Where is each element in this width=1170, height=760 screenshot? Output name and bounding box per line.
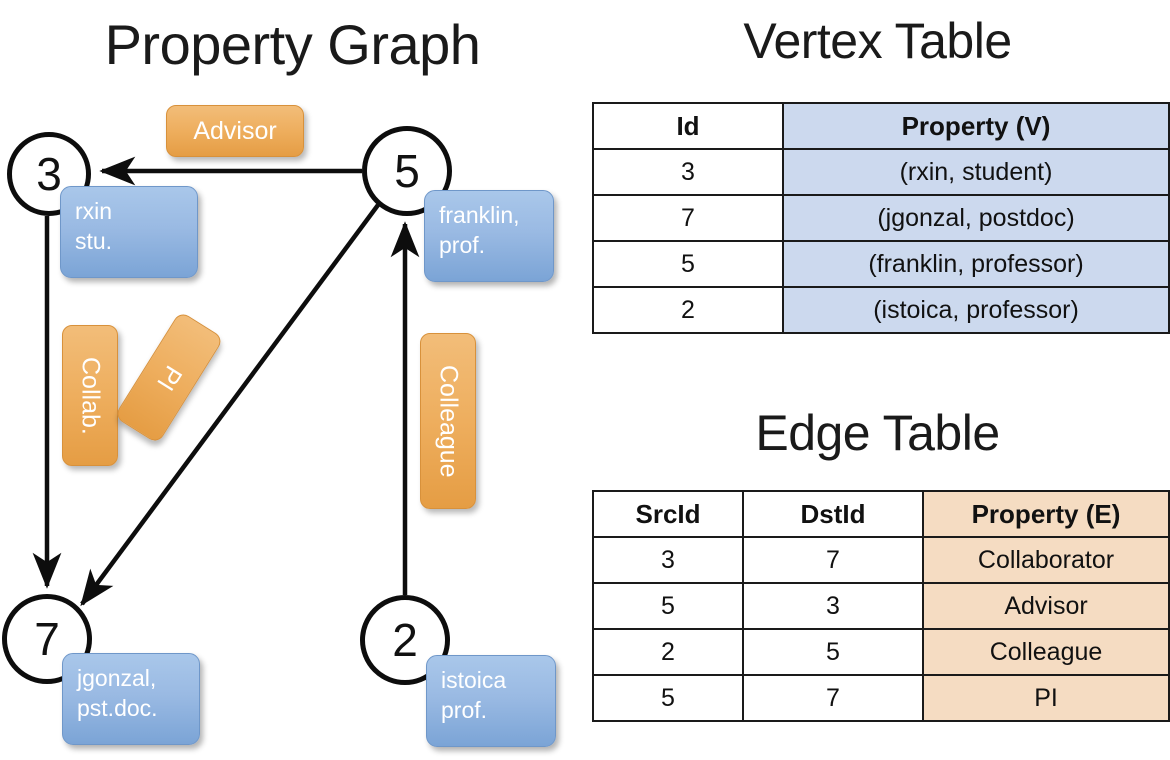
vertex-table-header-property: Property (V) bbox=[782, 102, 1170, 150]
table-row[interactable]: 3 7 Collaborator bbox=[592, 536, 1170, 584]
table-row[interactable]: 2 5 Colleague bbox=[592, 628, 1170, 676]
node-2-property-line2: prof. bbox=[441, 697, 488, 723]
graph-node-5-label: 5 bbox=[394, 145, 420, 197]
edge-row-3-src: 5 bbox=[592, 674, 744, 722]
edge-label-advisor-text: Advisor bbox=[193, 116, 277, 145]
node-3-property-callout: rxin stu. bbox=[60, 186, 198, 278]
vertex-table-title: Vertex Table bbox=[743, 13, 1012, 69]
node-2-property-line1: istoica bbox=[441, 667, 507, 693]
graph-node-5[interactable]: 5 bbox=[362, 126, 452, 216]
edge-row-0-property: Collaborator bbox=[922, 536, 1170, 584]
table-row[interactable]: 5 (franklin, professor) bbox=[592, 240, 1170, 288]
edge-row-1-property: Advisor bbox=[922, 582, 1170, 630]
graph-node-7-label: 7 bbox=[34, 613, 60, 665]
edge-label-colleague: Colleague bbox=[420, 333, 476, 509]
vertex-row-2-id: 5 bbox=[592, 240, 784, 288]
edge-row-0-src: 3 bbox=[592, 536, 744, 584]
vertex-row-1-property: (jgonzal, postdoc) bbox=[782, 194, 1170, 242]
vertex-row-3-id: 2 bbox=[592, 286, 784, 334]
vertex-row-1-id: 7 bbox=[592, 194, 784, 242]
edge-label-colleague-text: Colleague bbox=[434, 364, 463, 478]
edge-table-header-srcid: SrcId bbox=[592, 490, 744, 538]
edge-label-advisor: Advisor bbox=[166, 105, 304, 157]
vertex-row-2-property: (franklin, professor) bbox=[782, 240, 1170, 288]
edge-row-2-property: Colleague bbox=[922, 628, 1170, 676]
vertex-row-3-property: (istoica, professor) bbox=[782, 286, 1170, 334]
edge-row-1-dst: 3 bbox=[742, 582, 924, 630]
node-3-property-line1: rxin bbox=[75, 198, 113, 224]
table-row[interactable]: 2 (istoica, professor) bbox=[592, 286, 1170, 334]
vertex-table-header-row: Id Property (V) bbox=[592, 102, 1170, 150]
edge-table-title: Edge Table bbox=[755, 405, 1000, 461]
table-row[interactable]: 5 3 Advisor bbox=[592, 582, 1170, 630]
node-2-property-callout: istoica prof. bbox=[426, 655, 556, 747]
graph-edge-lines bbox=[32, 156, 420, 607]
edge-row-0-dst: 7 bbox=[742, 536, 924, 584]
vertex-row-0-property: (rxin, student) bbox=[782, 148, 1170, 196]
graph-node-2[interactable]: 2 bbox=[360, 595, 450, 685]
node-5-property-line2: prof. bbox=[439, 232, 486, 258]
edge-row-1-src: 5 bbox=[592, 582, 744, 630]
node-7-property-line1: jgonzal, bbox=[77, 665, 157, 691]
edge-line-5-to-7 bbox=[80, 203, 380, 607]
table-row[interactable]: 3 (rxin, student) bbox=[592, 148, 1170, 196]
property-graph-diagram: 3 5 7 2 rxin stu. franklin, prof. jgonza… bbox=[2, 105, 556, 747]
node-5-property-callout: franklin, prof. bbox=[424, 190, 554, 282]
graph-node-2-label: 2 bbox=[392, 614, 418, 666]
vertex-table-header-id: Id bbox=[592, 102, 784, 150]
edge-table-header-property: Property (E) bbox=[922, 490, 1170, 538]
edge-row-2-src: 2 bbox=[592, 628, 744, 676]
table-row[interactable]: 7 (jgonzal, postdoc) bbox=[592, 194, 1170, 242]
node-5-property-line1: franklin, bbox=[439, 202, 520, 228]
property-graph-title: Property Graph bbox=[104, 13, 481, 76]
edge-label-collab-text: Collab. bbox=[76, 356, 105, 435]
edge-row-3-dst: 7 bbox=[742, 674, 924, 722]
vertex-table: Id Property (V) 3 (rxin, student) 7 (jgo… bbox=[592, 102, 1170, 334]
edge-label-pi-text: PI bbox=[151, 360, 188, 396]
edge-row-2-dst: 5 bbox=[742, 628, 924, 676]
edge-row-3-property: PI bbox=[922, 674, 1170, 722]
node-7-property-callout: jgonzal, pst.doc. bbox=[62, 653, 200, 745]
vertex-row-0-id: 3 bbox=[592, 148, 784, 196]
edge-table: SrcId DstId Property (E) 3 7 Collaborato… bbox=[592, 490, 1170, 722]
table-row[interactable]: 5 7 PI bbox=[592, 674, 1170, 722]
edge-label-collab: Collab. bbox=[62, 325, 118, 466]
edge-table-header-dstid: DstId bbox=[742, 490, 924, 538]
edge-table-header-row: SrcId DstId Property (E) bbox=[592, 490, 1170, 538]
node-7-property-line2: pst.doc. bbox=[77, 695, 158, 721]
graph-node-3-label: 3 bbox=[36, 148, 62, 200]
node-3-property-line2: stu. bbox=[75, 228, 113, 254]
